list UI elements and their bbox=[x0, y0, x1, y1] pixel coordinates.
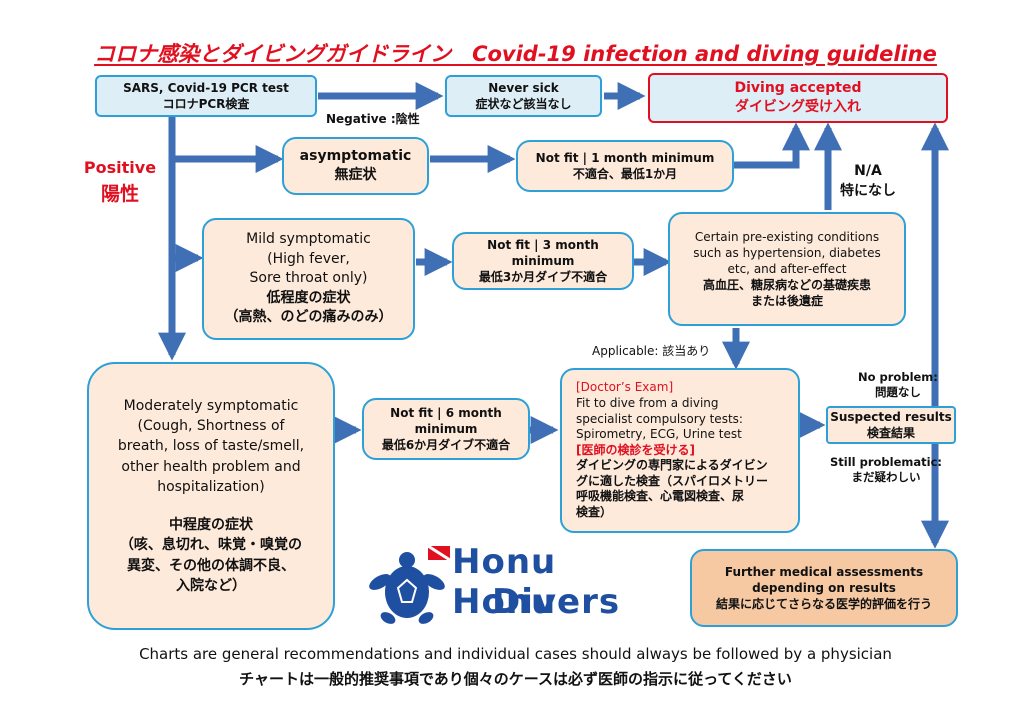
preexist-l3: etc, and after-effect bbox=[727, 261, 847, 276]
suspected-results-box: Suspected results 検査結果 bbox=[826, 406, 956, 444]
pcr-test-box: SARS, Covid-19 PCR test コロナPCR検査 bbox=[95, 75, 317, 117]
still-ja: まだ疑わしい bbox=[851, 470, 921, 484]
not-fit-6-month-box: Not fit | 6 month minimum 最低6か月ダイブ不適合 bbox=[362, 398, 530, 460]
still-problematic-label: Still problematic: まだ疑わしい bbox=[830, 455, 942, 485]
exam-ja2: グに適した検査（スパイロメトリー bbox=[576, 473, 769, 488]
mild-l3: Sore throat only) bbox=[249, 270, 368, 287]
pre-existing-box: Certain pre-existing conditions such as … bbox=[668, 212, 906, 326]
dive-flag-icon bbox=[428, 546, 450, 560]
not-fit-1-ja: 不適合、最低1か月 bbox=[572, 167, 678, 181]
still-en: Still problematic: bbox=[830, 455, 942, 469]
moderate-l1: Moderately symptomatic bbox=[123, 397, 299, 414]
moderate-ja4: 入院など） bbox=[176, 578, 246, 595]
mild-l1: Mild symptomatic bbox=[246, 231, 371, 248]
exam-l2: Fit to dive from a diving bbox=[576, 395, 719, 410]
honu-logo: Honu Honu Divers bbox=[362, 540, 652, 630]
asymptomatic-ja: 無症状 bbox=[334, 167, 377, 183]
exam-l3: specialist compulsory tests: bbox=[576, 411, 743, 426]
na-ja: 特になし bbox=[840, 182, 896, 199]
turtle-icon bbox=[369, 552, 445, 624]
never-sick-ja: 症状など該当なし bbox=[475, 97, 572, 111]
no-problem-en: No problem: bbox=[858, 370, 938, 384]
moderate-l4: other health problem and bbox=[121, 458, 301, 475]
page-title: コロナ感染とダイビングガイドライン Covid-19 infection and… bbox=[94, 42, 937, 66]
diving-accepted-ja: ダイビング受け入れ bbox=[735, 99, 861, 115]
footer-en: Charts are general recommendations and i… bbox=[139, 645, 892, 663]
exam-ja1: ダイビングの専門家によるダイビン bbox=[576, 458, 768, 473]
exam-l5: [医師の検診を受ける] bbox=[576, 442, 695, 457]
preexist-l1: Certain pre-existing conditions bbox=[694, 229, 880, 244]
moderate-ja3: 異変、その他の体調不良、 bbox=[127, 557, 295, 574]
suspected-en: Suspected results bbox=[830, 409, 952, 424]
diving-accepted-box: Diving accepted ダイビング受け入れ bbox=[648, 73, 948, 123]
exam-ja3: 呼吸機能検査、心電図検査、尿 bbox=[576, 489, 745, 504]
doctors-exam-box: [Doctor’s Exam] Fit to dive from a divin… bbox=[560, 368, 800, 533]
mild-l2: (High fever, bbox=[267, 250, 350, 267]
asymptomatic-en: asymptomatic bbox=[299, 148, 412, 165]
pcr-test-en: SARS, Covid-19 PCR test bbox=[123, 80, 289, 95]
further-assessment-box: Further medical assessments depending on… bbox=[690, 549, 958, 627]
not-fit-3-ja: 最低3か月ダイブ不適合 bbox=[478, 270, 608, 285]
exam-l4: Spirometry, ECG, Urine test bbox=[576, 427, 742, 442]
diving-accepted-en: Diving accepted bbox=[734, 80, 862, 97]
footer-ja: チャートは一般的推奨事項であり個々のケースは必ず医師の指示に従ってください bbox=[239, 670, 792, 688]
exam-ja4: 検査） bbox=[576, 505, 613, 520]
no-problem-label: No problem: 問題なし bbox=[858, 370, 938, 400]
moderate-symptomatic-box: Moderately symptomatic (Cough, Shortness… bbox=[87, 362, 335, 630]
preexist-ja2: または後遺症 bbox=[750, 294, 823, 309]
positive-ja: 陽性 bbox=[100, 183, 139, 205]
moderate-ja2: （咳、息切れ、味覚・嗅覚の bbox=[119, 537, 303, 554]
further-l2: depending on results bbox=[752, 580, 896, 595]
not-fit-1-month-box: Not fit | 1 month minimum 不適合、最低1か月 bbox=[516, 140, 734, 192]
not-fit-3-month-box: Not fit | 3 month minimum 最低3か月ダイブ不適合 bbox=[452, 232, 634, 290]
not-fit-3-en: Not fit | 3 month minimum bbox=[487, 237, 599, 268]
pcr-test-ja: コロナPCR検査 bbox=[162, 97, 250, 111]
mild-ja1: 低程度の症状 bbox=[266, 289, 351, 306]
not-fit-6-en: Not fit | 6 month minimum bbox=[390, 405, 502, 436]
further-l1: Further medical assessments bbox=[724, 564, 924, 579]
moderate-ja1: 中程度の症状 bbox=[169, 517, 253, 534]
never-sick-en: Never sick bbox=[488, 80, 559, 95]
preexist-l2: such as hypertension, diabetes bbox=[693, 245, 881, 260]
no-problem-ja: 問題なし bbox=[874, 385, 921, 399]
na-en: N/A bbox=[854, 163, 882, 179]
further-ja: 結果に応じてさらなる医学的評価を行う bbox=[715, 597, 932, 612]
not-fit-1-en: Not fit | 1 month minimum bbox=[535, 150, 715, 165]
preexist-ja1: 高血圧、糖尿病などの基礎疾患 bbox=[702, 278, 871, 293]
moderate-l5: hospitalization) bbox=[157, 478, 265, 495]
mild-symptomatic-box: Mild symptomatic (High fever, Sore throa… bbox=[202, 218, 415, 340]
positive-label: Positive 陽性 bbox=[80, 156, 160, 209]
moderate-l2: (Cough, Shortness of bbox=[137, 417, 285, 434]
asymptomatic-box: asymptomatic 無症状 bbox=[282, 137, 429, 195]
never-sick-box: Never sick 症状など該当なし bbox=[445, 75, 602, 117]
arrow-nf1-to-accepted bbox=[734, 122, 810, 169]
applicable-label: Applicable: 該当あり bbox=[592, 344, 711, 358]
exam-l1: [Doctor’s Exam] bbox=[576, 380, 674, 395]
logo-line1: Honu Honu bbox=[452, 542, 557, 622]
moderate-l3: breath, loss of taste/smell, bbox=[117, 438, 305, 455]
logo-line2: Divers bbox=[492, 582, 621, 622]
negative-label: Negative :陰性 bbox=[326, 112, 420, 126]
positive-en: Positive bbox=[83, 158, 157, 177]
na-label: N/A 特になし bbox=[840, 162, 896, 201]
suspected-ja: 検査結果 bbox=[866, 426, 915, 440]
mild-ja2: （高熱、のどの痛みのみ） bbox=[224, 309, 393, 326]
not-fit-6-ja: 最低6か月ダイブ不適合 bbox=[381, 438, 511, 453]
